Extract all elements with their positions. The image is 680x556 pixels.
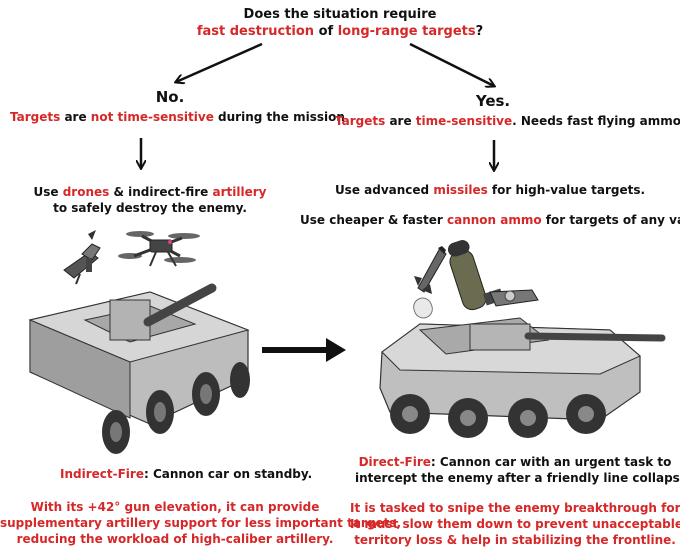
arrow-icon <box>409 42 494 86</box>
question-line2: fast destruction of long-range targets? <box>196 24 484 39</box>
left-red-line2: supplementary artillery support for less… <box>0 516 401 530</box>
missile-icon <box>413 246 447 319</box>
no-use-line: Use drones & indirect-fire artillery <box>33 185 267 199</box>
yes-targets-line: Targets are time-sensitive. Needs fast f… <box>335 114 680 128</box>
right-mode-line: Direct-Fire: Cannon car with an urgent t… <box>358 455 672 469</box>
left-mode-line: Indirect-Fire: Cannon car on standby. <box>60 467 313 481</box>
fast-destruction-text: fast destruction <box>196 24 315 39</box>
launcher-tube-icon <box>447 240 539 311</box>
left-red-line1: With its +42° gun elevation, it can prov… <box>30 500 320 514</box>
drone-icon <box>63 230 101 285</box>
yes-missiles-line: Use advanced missiles for high-value tar… <box>334 183 646 197</box>
long-range-targets-text: long-range targets <box>337 24 476 39</box>
no-use-line2: to safely destroy the enemy. <box>53 201 247 215</box>
yes-heading: Yes. <box>475 92 511 110</box>
no-targets-line: Targets are not time-sensitive during th… <box>10 110 345 124</box>
right-red-line3: territory loss & help in stabilizing the… <box>354 533 676 547</box>
left-red-line3: reducing the workload of high-caliber ar… <box>16 532 334 546</box>
quadcopter-icon <box>118 231 200 267</box>
question-line1: Does the situation require <box>243 7 437 22</box>
right-red-line1: It is tasked to snipe the enemy breakthr… <box>350 501 680 515</box>
yes-cannon-line: Use cheaper & faster cannon ammo for tar… <box>300 213 680 227</box>
cannon-car-icon <box>379 317 666 438</box>
arrow-icon <box>262 338 346 362</box>
right-red-line2: It must slow them down to prevent unacce… <box>350 517 680 531</box>
no-heading: No. <box>155 88 185 106</box>
arrow-icon <box>176 42 263 82</box>
cannon-car-icon <box>28 283 250 454</box>
right-mode-line2: intercept the enemy after a friendly lin… <box>355 471 680 485</box>
